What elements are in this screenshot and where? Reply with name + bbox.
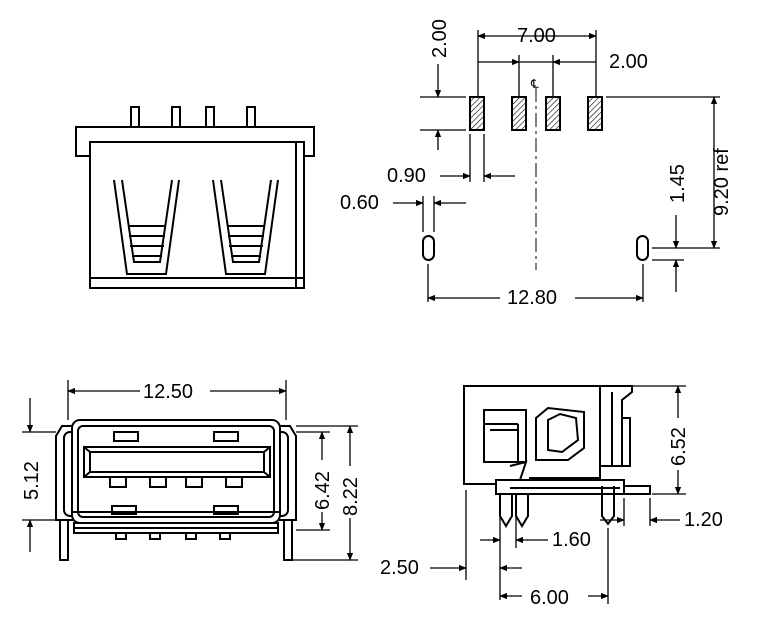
dim-front-lower-height: 5.12 (21, 461, 43, 500)
contact-4 (225, 476, 243, 488)
mount-slot-left (422, 235, 435, 261)
dim-slot-spacing: 12.80 (507, 287, 557, 309)
dim-slot-width: 0.60 (340, 192, 379, 214)
dim-pad-offset-left: 2.00 (429, 19, 451, 58)
mount-slot-right (636, 235, 649, 261)
dim-front-width: 12.50 (143, 381, 193, 403)
dim-slot-height: 1.45 (667, 164, 689, 203)
contact-3 (185, 476, 203, 488)
rear-pin-4 (246, 106, 256, 129)
contact-2 (149, 476, 167, 488)
dim-side-height: 6.52 (668, 427, 690, 466)
contact-1 (109, 476, 127, 488)
dim-side-tab-offset: 1.60 (552, 529, 591, 551)
centerline-symbol: ℄ (530, 77, 539, 91)
pcb-layout: ℄ 7.00 2.00 2.00 0.90 0 (340, 19, 733, 309)
dim-side-back-offset: 2.50 (380, 557, 419, 579)
dim-side-depth: 6.00 (530, 587, 569, 609)
rear-pin-3 (205, 106, 215, 129)
pad-1 (469, 96, 485, 131)
rear-pin-2 (171, 106, 181, 129)
side-latch (535, 406, 585, 461)
side-pin-left (499, 494, 513, 528)
pad-4 (587, 96, 603, 131)
dim-side-pin-thickness: 1.20 (684, 509, 723, 531)
front-view: 12.50 5.12 6.42 8.22 (21, 378, 362, 561)
dim-pitch-total: 7.00 (517, 25, 556, 47)
dim-pad-offset-right: 2.00 (609, 51, 648, 73)
rear-view (75, 106, 315, 289)
pad-3 (545, 96, 561, 131)
dim-pad-width: 0.90 (387, 165, 426, 187)
dim-row-distance: 9.20 ref (711, 148, 733, 216)
rear-pin-1 (130, 106, 140, 129)
side-pin-right (601, 486, 615, 526)
side-view: 6.52 1.20 1.60 2.50 6.00 (380, 385, 723, 609)
spring-contact-left (113, 179, 180, 275)
rear-body (89, 141, 305, 289)
spring-contact-right (212, 179, 279, 275)
dim-front-total-height: 8.22 (340, 477, 362, 516)
dim-front-inner-height: 6.42 (312, 471, 334, 510)
pad-2 (511, 96, 527, 131)
